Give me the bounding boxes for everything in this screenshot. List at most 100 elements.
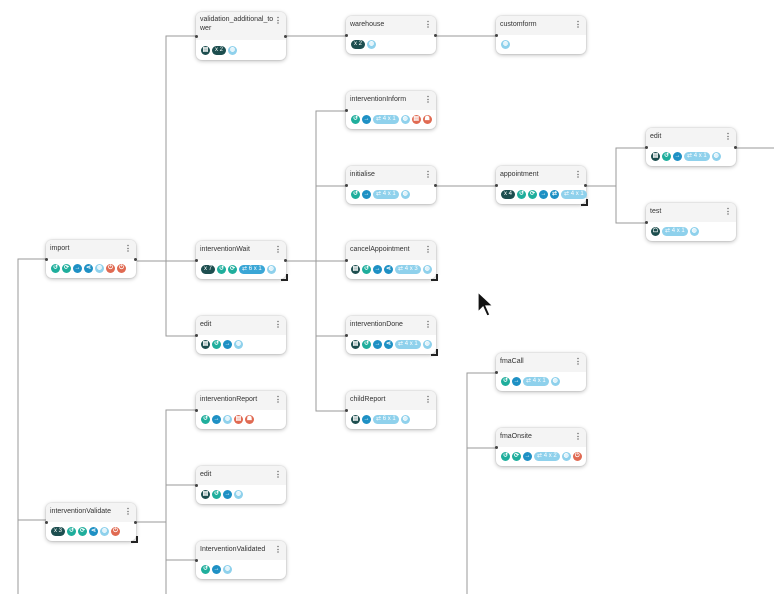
more-options-icon[interactable]: ⋮ xyxy=(424,395,432,404)
node-actions: ↺ → ⇄ 4 x 1 ◍ xyxy=(351,190,410,199)
node-child-report[interactable]: childReport ⋮ ▤ → ⇄ 6 x 1 ◍ xyxy=(345,391,436,429)
input-port[interactable] xyxy=(345,183,348,187)
arrow-right-icon: → xyxy=(512,377,521,386)
more-options-icon[interactable]: ⋮ xyxy=(124,507,132,516)
more-options-icon[interactable]: ⋮ xyxy=(574,432,582,441)
more-options-icon[interactable]: ⋮ xyxy=(724,132,732,141)
input-port[interactable] xyxy=(345,408,348,412)
node-intervention-inform[interactable]: interventionInform⋮ ↺ → ⇄ 4 x 1 ◍ ▤ ☗ xyxy=(345,91,436,129)
input-port[interactable] xyxy=(495,183,498,187)
node-edit-low[interactable]: edit⋮ ▤ ↺ → ◍ xyxy=(195,466,286,504)
resize-handle[interactable] xyxy=(281,274,288,281)
node-title: appointment xyxy=(500,171,539,178)
node-intervention-report[interactable]: interventionReport⋮ ↺ → ◍ ▤ ☗ xyxy=(195,391,286,429)
node-test[interactable]: test⋮ ☖ ⇄ 4 x 1 ◍ xyxy=(645,203,736,241)
input-port[interactable] xyxy=(645,220,648,224)
output-port[interactable] xyxy=(284,34,287,38)
input-port[interactable] xyxy=(195,258,198,262)
resize-handle[interactable] xyxy=(131,536,138,543)
node-title: edit xyxy=(200,471,212,478)
globe-icon: ◍ xyxy=(400,190,410,199)
sync-icon: ⟳ xyxy=(78,527,88,536)
node-edit-right[interactable]: edit⋮ ▤ ↺ → ⇄ 4 x 1 ◍ xyxy=(645,128,737,166)
output-port[interactable] xyxy=(434,183,437,187)
input-port[interactable] xyxy=(345,33,348,37)
output-port[interactable] xyxy=(434,33,437,37)
more-options-icon[interactable]: ⋮ xyxy=(574,170,582,179)
resize-handle[interactable] xyxy=(581,199,588,206)
arrow-right-icon: → xyxy=(212,415,221,424)
resize-handle[interactable] xyxy=(431,274,438,281)
resize-handle[interactable] xyxy=(431,349,438,356)
share-icon: ⋖ xyxy=(384,340,393,349)
more-options-icon[interactable]: ⋮ xyxy=(274,320,282,329)
node-header: edit ⋮ xyxy=(196,466,286,485)
input-port[interactable] xyxy=(495,370,498,374)
node-initialise[interactable]: initialise⋮ ↺ → ⇄ 4 x 1 ◍ xyxy=(345,166,437,204)
mouse-cursor-icon xyxy=(477,291,495,317)
node-customform[interactable]: customform⋮ ◍ xyxy=(495,16,586,54)
transition-badge: ⇄ 4 x 1 xyxy=(684,152,710,161)
node-appointment[interactable]: appointment⋮ x 4 ↺ ⟳ → ⇄ ⇄ 4 x 1 xyxy=(495,166,588,206)
input-port[interactable] xyxy=(195,483,198,487)
input-port[interactable] xyxy=(495,445,498,449)
more-options-icon[interactable]: ⋮ xyxy=(424,20,432,29)
more-options-icon[interactable]: ⋮ xyxy=(574,357,582,366)
node-import[interactable]: import⋮ ↺ ⟳ → ⋖ ◍ ⏻ ⏻ xyxy=(45,240,137,278)
node-intervention-validated[interactable]: InterventionValidated⋮ ↺ → ◍ xyxy=(195,541,286,579)
more-options-icon[interactable]: ⋮ xyxy=(274,395,282,404)
node-fma-call[interactable]: fmaCall⋮ ↺ → ⇄ 4 x 1 ◍ xyxy=(495,353,586,391)
output-port[interactable] xyxy=(284,258,287,262)
input-port[interactable] xyxy=(195,333,198,337)
more-options-icon[interactable]: ⋮ xyxy=(424,170,432,179)
input-port[interactable] xyxy=(345,258,348,262)
node-intervention-validate[interactable]: interventionValidate⋮ x 3 ↺ ⟳ ⋖ ◍ ⏻ xyxy=(45,503,138,543)
user-icon: ☗ xyxy=(422,115,432,124)
more-options-icon[interactable]: ⋮ xyxy=(424,95,432,104)
sync-icon: ⟳ xyxy=(62,264,71,273)
node-actions: ▤ → ⇄ 6 x 1 ◍ xyxy=(351,415,410,424)
input-port[interactable] xyxy=(345,108,348,112)
more-options-icon[interactable]: ⋮ xyxy=(424,320,432,329)
input-port[interactable] xyxy=(645,145,648,149)
output-port[interactable] xyxy=(584,183,587,187)
output-port[interactable] xyxy=(134,257,137,261)
more-options-icon[interactable]: ⋮ xyxy=(724,207,732,216)
more-options-icon[interactable]: ⋮ xyxy=(274,245,282,254)
more-options-icon[interactable]: ⋮ xyxy=(274,16,282,25)
node-header: fmaOnsite⋮ xyxy=(496,428,586,447)
input-port[interactable] xyxy=(345,333,348,337)
more-options-icon[interactable]: ⋮ xyxy=(574,20,582,29)
form-count-badge: x 7 xyxy=(201,265,216,274)
node-actions: ↺ → ◍ xyxy=(201,565,232,574)
transition-badge: ⇄ 4 x 1 xyxy=(373,190,399,199)
form-icon: ☖ xyxy=(651,227,660,236)
more-options-icon[interactable]: ⋮ xyxy=(124,244,132,253)
node-title: interventionDone xyxy=(350,321,403,328)
output-port[interactable] xyxy=(134,520,137,524)
undo-icon: ↺ xyxy=(501,452,510,461)
sync-icon: ⟳ xyxy=(228,265,238,274)
input-port[interactable] xyxy=(45,520,48,524)
node-fma-onsite[interactable]: fmaOnsite⋮ ↺ ⟳ → ⇄ 4 x 2 ◍ ⏻ xyxy=(495,428,586,466)
node-title: childReport xyxy=(350,396,386,403)
node-intervention-done[interactable]: interventionDone⋮ ▤ ↺ → ⋖ ⇄ 4 x 1 ◍ xyxy=(345,316,438,356)
arrow-right-icon: → xyxy=(73,264,82,273)
node-title: import xyxy=(50,245,70,252)
more-options-icon[interactable]: ⋮ xyxy=(274,470,282,479)
more-options-icon[interactable]: ⋮ xyxy=(274,545,282,554)
node-warehouse[interactable]: warehouse⋮ x 2 ◍ xyxy=(345,16,437,54)
input-port[interactable] xyxy=(495,33,498,37)
input-port[interactable] xyxy=(195,34,198,38)
node-cancel-appointment[interactable]: cancelAppointment⋮ ▤ ↺ → ⋖ ⇄ 4 x 3 ◍ xyxy=(345,241,438,281)
node-edit-mid[interactable]: edit⋮ ▤ ↺ → ◍ xyxy=(195,316,286,354)
node-header: interventionDone ⋮ xyxy=(346,316,436,335)
output-port[interactable] xyxy=(734,145,737,149)
input-port[interactable] xyxy=(195,558,198,562)
input-port[interactable] xyxy=(45,257,48,261)
node-validation-additional-tower[interactable]: validation_additional_tower⋮ ▤ x 2 ◍ xyxy=(195,12,287,60)
input-port[interactable] xyxy=(195,408,198,412)
share-icon: ⋖ xyxy=(89,527,99,536)
node-intervention-wait[interactable]: interventionWait⋮ x 7 ↺ ⟳ ⇄ 6 x 1 ◍ xyxy=(195,241,288,281)
more-options-icon[interactable]: ⋮ xyxy=(424,245,432,254)
